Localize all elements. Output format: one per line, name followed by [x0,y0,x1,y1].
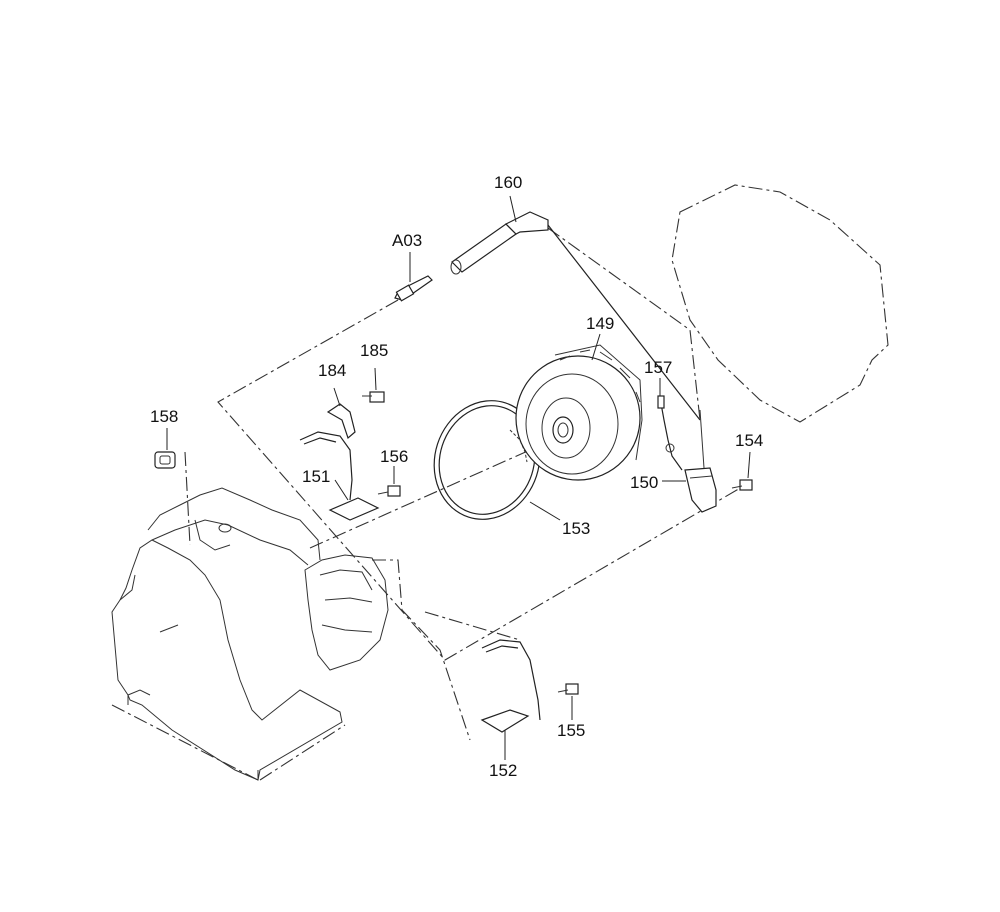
callout-153: 153 [562,519,591,538]
callout-154: 154 [735,431,764,450]
lead-wire-157-shape [657,378,683,471]
callout-149: 149 [586,314,615,333]
engine-block [111,487,389,781]
callout-151: 151 [302,467,331,486]
screw-156-shape [377,466,401,497]
screw-155-shape [557,683,579,720]
callout-157: 157 [644,358,673,377]
callout-155: 155 [557,721,586,740]
flywheel-shape [515,333,643,481]
plug-cap-shape [450,195,701,421]
assembly-dash-lines [111,184,889,781]
grommet-158-shape [154,428,176,469]
callout-184: 184 [318,361,347,380]
bracket-184-shape [326,387,356,440]
callout-185: 185 [360,341,389,360]
callout-150: 150 [630,473,659,492]
callout-152: 152 [489,761,518,780]
callout-A03: A03 [392,231,423,250]
spark-plug-shape [394,252,433,302]
callout-160: 160 [494,173,523,192]
charge-coil-shape [480,639,541,760]
screw-154-shape [731,451,753,491]
pulser-coil-shape [299,431,380,521]
ignition-coil-shape [662,409,717,513]
callout-158: 158 [150,407,179,426]
callout-156: 156 [380,447,409,466]
bolt-185-shape [362,367,385,403]
